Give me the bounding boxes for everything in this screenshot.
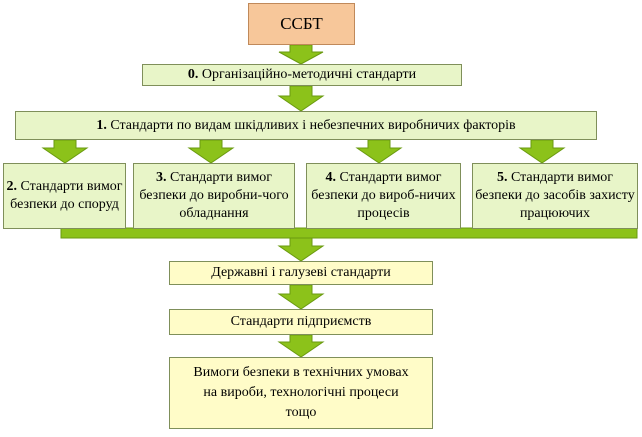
state-standards-label: Державні і галузеві стандарти <box>211 265 391 280</box>
arrow-5 <box>277 334 325 358</box>
group-num-2: 2. <box>6 179 17 194</box>
level1-box: 1. Стандарти по видам шкідливих і небезп… <box>15 111 597 140</box>
technical-conditions-box: Вимоги безпеки в технічних умовах на вир… <box>169 357 433 429</box>
group-box-5: 5. Стандарти вимог безпеки до засобів за… <box>472 163 638 229</box>
group-text-3: Стандарти вимог безпеки до виробни-чого … <box>139 170 289 221</box>
level1-label: 1. Стандарти по видам шкідливих і небезп… <box>96 117 515 135</box>
group-label-2: 2. Стандарти вимог безпеки до споруд <box>4 178 125 214</box>
group-text-5: Стандарти вимог безпеки до засобів захис… <box>475 170 635 221</box>
group-label-4: 4. Стандарти вимог безпеки до вироб-ничи… <box>307 169 460 223</box>
group-text-2: Стандарти вимог безпеки до споруд <box>10 179 123 212</box>
arrow-0 <box>278 44 324 65</box>
group-box-4: 4. Стандарти вимог безпеки до вироб-ничи… <box>306 163 461 229</box>
state-standards-box: Державні і галузеві стандарти <box>169 261 433 285</box>
technical-conditions-label: Вимоги безпеки в технічних умовах на вир… <box>193 365 409 420</box>
group-label-3: 3. Стандарти вимог безпеки до виробни-чо… <box>134 169 294 223</box>
connector-bar <box>60 227 638 239</box>
arrow-2d <box>518 139 566 164</box>
arrow-2b <box>187 139 235 164</box>
level0-num: 0. <box>187 67 199 82</box>
arrow-2a <box>41 139 89 164</box>
level0-label: 0. Організаційно-методичні стандарти <box>188 66 416 84</box>
group-box-3: 3. Стандарти вимог безпеки до виробни-чо… <box>133 163 295 229</box>
ssbt-box: ССБТ <box>248 3 355 45</box>
group-num-5: 5. <box>496 170 508 185</box>
enterprise-standards-label: Стандарти підприємств <box>230 314 372 329</box>
level1-text: Стандарти по видам шкідливих і небезпечн… <box>110 117 516 133</box>
group-num-4: 4. <box>325 170 336 185</box>
arrow-4 <box>277 284 325 310</box>
group-num-3: 3. <box>155 170 167 185</box>
level0-box: 0. Організаційно-методичні стандарти <box>142 64 462 86</box>
ssbt-title: ССБТ <box>280 14 323 33</box>
arrow-2c <box>355 139 403 164</box>
level0-text: Організаційно-методичні стандарти <box>201 67 417 82</box>
level1-num: 1. <box>96 117 107 133</box>
group-box-2: 2. Стандарти вимог безпеки до споруд <box>3 163 126 229</box>
group-label-5: 5. Стандарти вимог безпеки до засобів за… <box>473 169 637 223</box>
group-text-4: Стандарти вимог безпеки до вироб-ничих п… <box>311 170 456 221</box>
enterprise-standards-box: Стандарти підприємств <box>169 309 433 335</box>
arrow-1 <box>277 85 325 112</box>
arrow-3 <box>277 237 325 262</box>
